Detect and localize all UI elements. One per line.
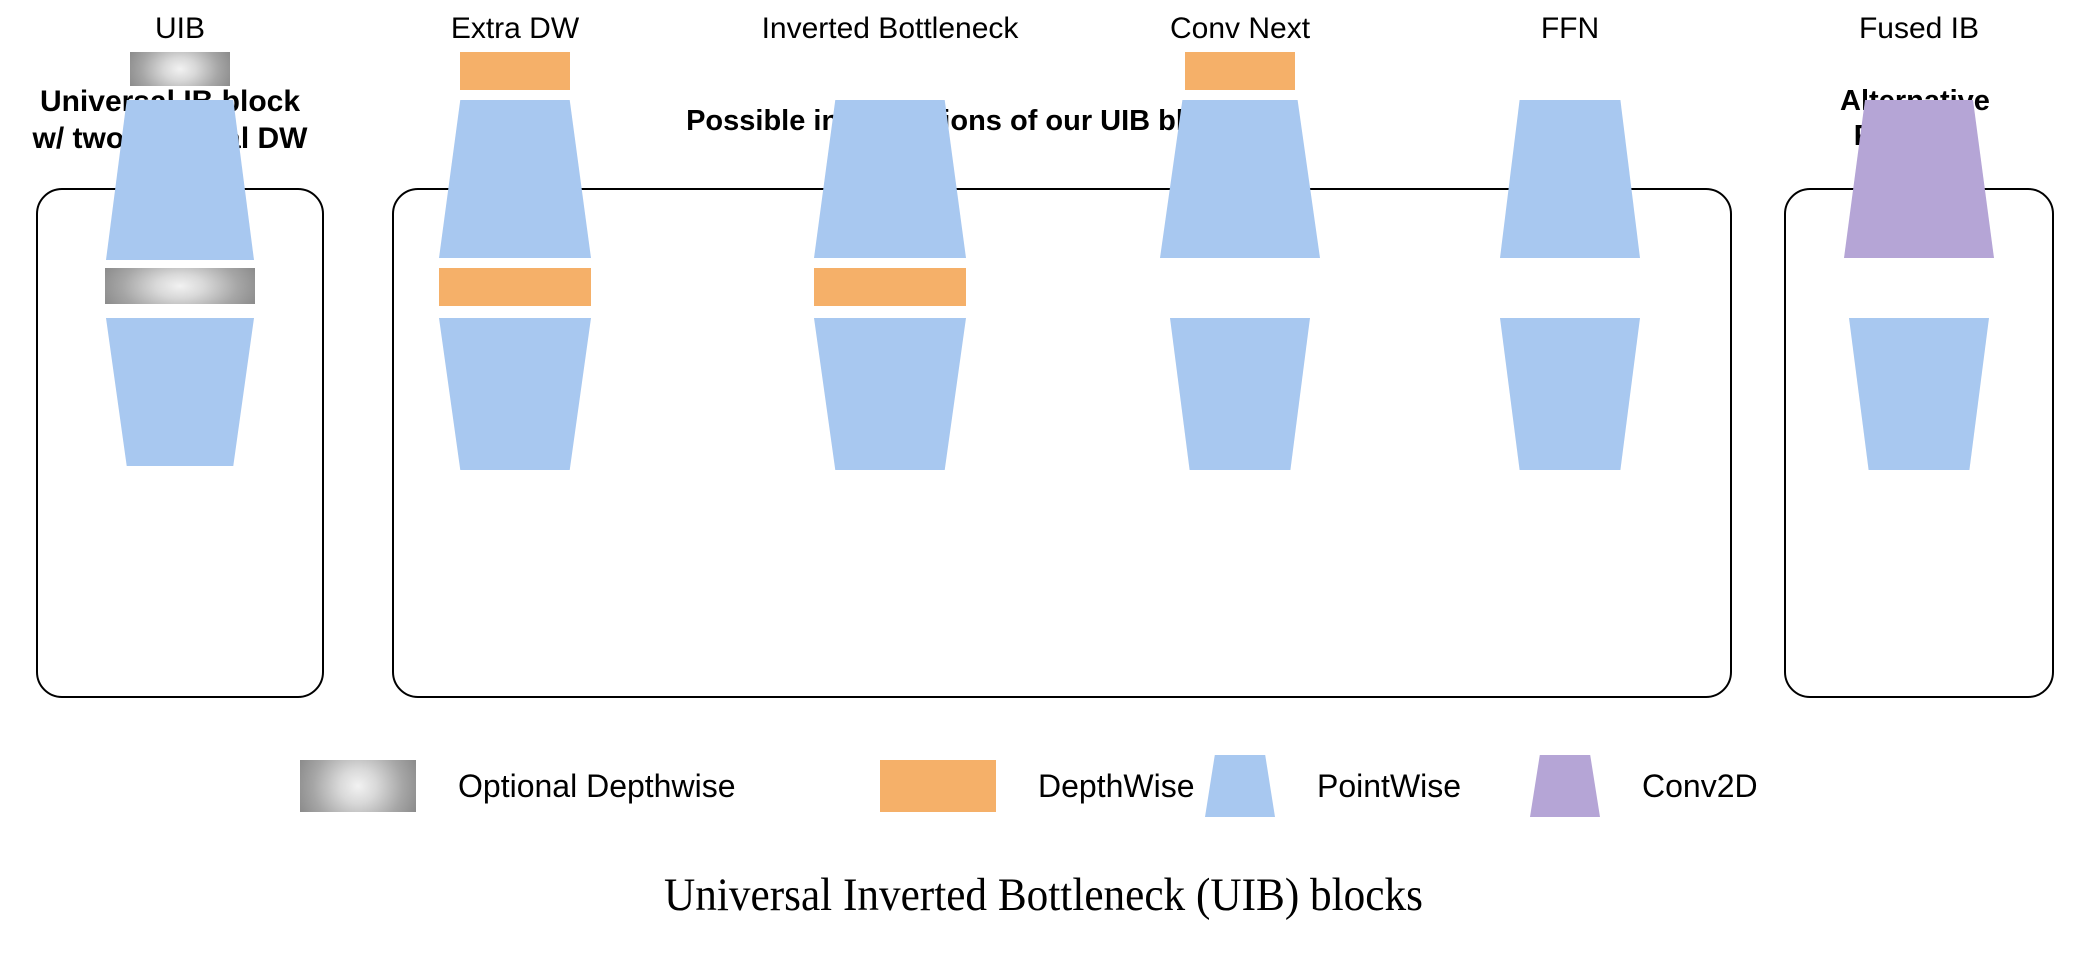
legend-item-depthwise: DepthWise	[880, 744, 1195, 828]
group-heading-middle: Possible instantiations of our UIB block	[686, 105, 1234, 137]
uib-layer-pointwise-expand	[106, 100, 254, 260]
ffn-layer-pointwise-contract	[1500, 318, 1640, 470]
block-label-fused-ib: Fused IB	[1858, 12, 1980, 45]
conv-next-layer-depthwise	[1185, 52, 1295, 90]
block-shapes-inverted-bottleneck	[740, 52, 1040, 472]
block-shapes-fused-ib	[1784, 52, 2054, 472]
block-label-extra-dw: Extra DW	[450, 12, 580, 45]
block-shapes-ffn	[1430, 52, 1710, 472]
inverted-bottleneck-layer-pointwise-expand	[814, 100, 966, 258]
extra-dw-layer-pointwise-contract	[439, 318, 591, 470]
extra-dw-layer-depthwise	[460, 52, 570, 90]
block-fused-ib: Fused IB	[1784, 0, 2054, 973]
legend-swatch-conv2d	[1530, 755, 1600, 817]
inverted-bottleneck-layer-depthwise	[814, 268, 966, 306]
conv-next-layer-pointwise-contract	[1170, 318, 1310, 470]
legend: Optional Depthwise DepthWise PointWise Conv…	[0, 744, 2087, 828]
block-ffn: FFN	[1430, 0, 1710, 973]
uib-layer-optional-depthwise	[130, 52, 230, 86]
legend-label-optional-depthwise: Optional Depthwise	[458, 768, 736, 804]
legend-item-pointwise: PointWise	[1205, 744, 1461, 828]
extra-dw-layer-pointwise-expand	[439, 100, 591, 258]
ffn-layer-pointwise-expand	[1500, 100, 1640, 258]
panel-instantiations	[392, 188, 1732, 698]
block-conv-next: Conv Next	[1120, 0, 1360, 973]
uib-layer-optional-depthwise	[105, 268, 255, 304]
legend-label-conv2d: Conv2D	[1642, 768, 1758, 804]
block-shapes-extra-dw	[400, 52, 630, 472]
block-label-ffn: FFN	[1540, 12, 1600, 45]
fused-ib-layer-pointwise-contract	[1849, 318, 1989, 470]
block-label-conv-next: Conv Next	[1169, 12, 1311, 45]
extra-dw-layer-depthwise	[439, 268, 591, 306]
block-extra-dw: Extra DW	[400, 0, 630, 973]
block-label-uib: UIB	[154, 12, 205, 45]
block-inverted-bottleneck: Inverted Bottleneck	[740, 0, 1040, 973]
legend-item-conv2d: Conv2D	[1530, 744, 1758, 828]
block-shapes-uib	[36, 52, 324, 472]
legend-item-optional-depthwise: Optional Depthwise	[300, 744, 735, 828]
legend-swatch-depthwise	[880, 760, 996, 812]
block-label-inverted-bottleneck: Inverted Bottleneck	[761, 12, 1019, 45]
conv-next-layer-pointwise-expand	[1160, 100, 1320, 258]
block-uib: UIB	[36, 0, 324, 973]
legend-label-depthwise: DepthWise	[1038, 768, 1195, 804]
inverted-bottleneck-layer-pointwise-contract	[814, 318, 966, 470]
fused-ib-layer-conv2d-expand	[1844, 100, 1994, 258]
block-shapes-conv-next	[1120, 52, 1360, 472]
legend-label-pointwise: PointWise	[1317, 768, 1462, 804]
figure-caption: Universal Inverted Bottleneck (UIB) bloc…	[664, 869, 1423, 921]
uib-layer-pointwise-contract	[106, 318, 254, 466]
legend-swatch-optional-depthwise	[300, 760, 416, 812]
legend-swatch-pointwise	[1205, 755, 1275, 817]
